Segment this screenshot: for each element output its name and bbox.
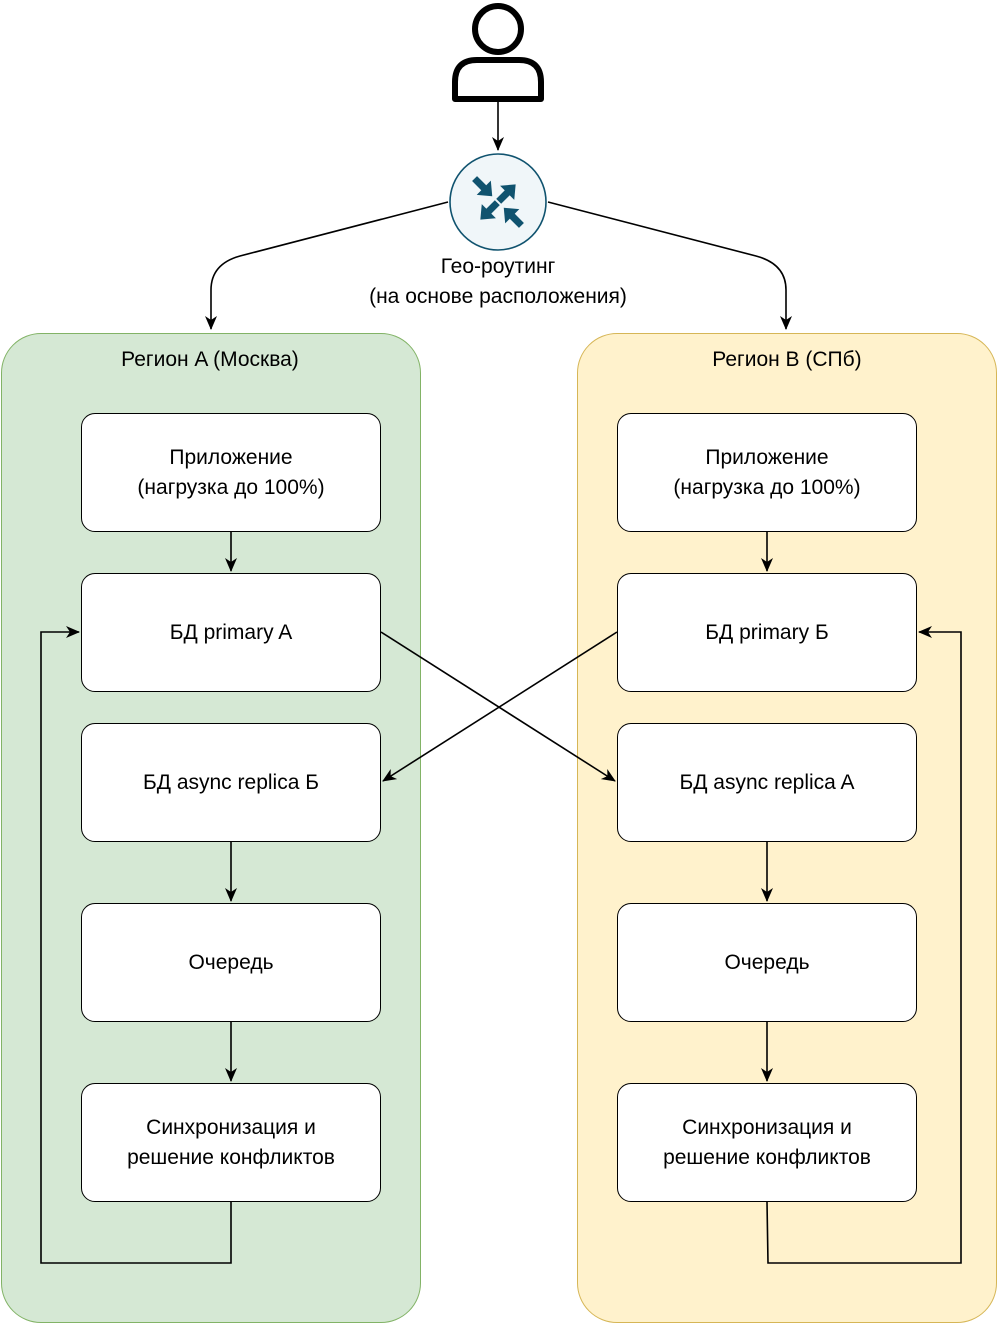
region-b-queue-box: Очередь: [617, 903, 917, 1022]
region-b-title: Регион B (СПб): [712, 348, 862, 371]
region-b-primary-db-box: БД primary Б: [617, 573, 917, 692]
region-a-title: Регион A (Москва): [121, 348, 299, 371]
arrow-b-sync-to-primary: [766, 626, 962, 1264]
geo-routing-label: Гео-роутинг (на основе расположения): [369, 255, 627, 308]
arrow-router-to-region-b: [547, 201, 792, 330]
region-a-replica-db-box: БД async replica Б: [81, 723, 381, 842]
region-b-sync-box: Синхронизация и решение конфликтов: [617, 1083, 917, 1202]
arrow-router-to-region-a: [205, 201, 449, 330]
region-b-replica-db-box: БД async replica A: [617, 723, 917, 842]
region-a-sync-box: Синхронизация и решение конфликтов: [81, 1083, 381, 1202]
region-a-queue-box: Очередь: [81, 903, 381, 1022]
router-icon: [449, 153, 547, 251]
region-a-app-box: Приложение (нагрузка до 100%): [81, 413, 381, 532]
region-b-app-box: Приложение (нагрузка до 100%): [617, 413, 917, 532]
user-icon: [452, 3, 544, 102]
arrow-primary-a-to-replica-a: [380, 631, 616, 782]
arrow-a-sync-to-primary: [40, 626, 232, 1264]
arrow-primary-b-to-replica-b: [382, 631, 618, 782]
region-a-primary-db-box: БД primary A: [81, 573, 381, 692]
